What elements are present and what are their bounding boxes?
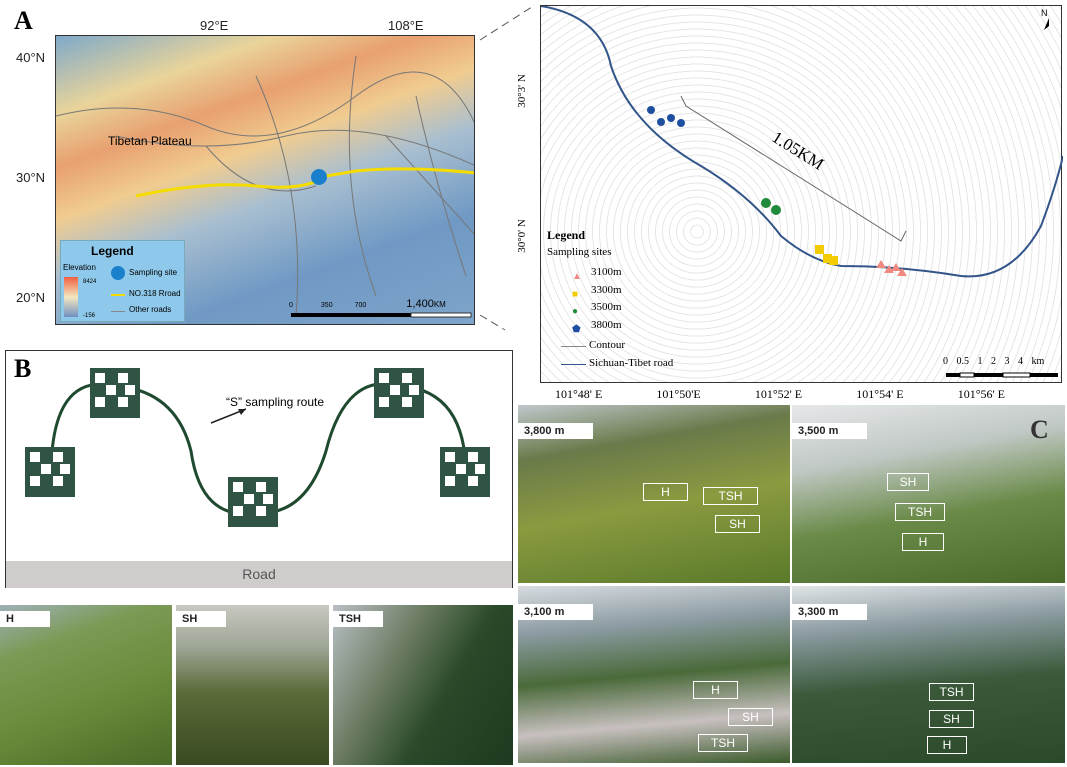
road-318-icon (111, 294, 125, 296)
road-icon (561, 364, 586, 365)
detail-map-graphics (541, 6, 1063, 378)
habitat-box: TSH (929, 683, 974, 701)
lat-tick: 30°N (16, 170, 46, 185)
elevation-tag: 3,800 m (518, 423, 593, 439)
panel-label-a: A (14, 6, 33, 35)
elev-min: -156 (83, 313, 96, 319)
lon-tick: 108°E (388, 18, 424, 33)
photo-3300m: 3,300 m TSH SH H (792, 586, 1065, 763)
photo-3500m: 3,500 m SH TSH H (792, 405, 1065, 583)
sichuan-tibet-road (541, 6, 1063, 278)
markers-3300m (815, 245, 838, 265)
photo-tsh: TSH (333, 605, 513, 765)
habitat-box: TSH (698, 734, 748, 752)
lat-tick: 20°N (16, 290, 46, 305)
region-label: Tibetan Plateau (108, 134, 192, 148)
habitat-box: H (902, 533, 944, 551)
habitat-box: SH (728, 708, 773, 726)
road-318 (135, 167, 474, 198)
elevation-tag: 3,100 m (518, 604, 593, 620)
legend-symbols: ▲■●⬟ (572, 271, 582, 335)
sampling-plot-icon (374, 368, 424, 418)
habitat-box: SH (887, 473, 929, 491)
north-arrow-icon (1044, 18, 1049, 30)
road-band: Road (6, 561, 512, 588)
legend-items: 3100m 3300m 3500m 3800m (591, 264, 622, 334)
sampling-plot-icon (90, 368, 140, 418)
lat-tick: 30°0' N (515, 219, 528, 253)
sampling-plot-icon (25, 447, 75, 497)
legend-item: Sampling site (129, 268, 178, 277)
road-label: Road (242, 566, 276, 582)
photo-sh: SH (176, 605, 329, 765)
sampling-site-marker (311, 169, 327, 185)
legend-title: Legend (547, 228, 586, 242)
s-route-path (49, 382, 468, 516)
photo-3800m: 3,800 m H TSH SH (518, 405, 790, 583)
lon-tick: 92°E (200, 18, 229, 33)
lat-tick: 30°3' N (515, 74, 528, 108)
photo-h: H (0, 605, 172, 765)
panel-label-c: C (1030, 415, 1049, 444)
habitat-box: H (643, 483, 688, 501)
habitat-box: SH (715, 515, 760, 533)
sampling-plot-icon (440, 447, 490, 497)
arrow-icon (238, 409, 246, 415)
sampling-design-panel: “S” sampling route Road (5, 350, 513, 588)
elevation-tag: 3,300 m (792, 604, 867, 620)
scale-bar-labels: 0 0.5 1 2 3 4 km (943, 356, 1045, 367)
legend-road: Sichuan-Tibet road (589, 357, 674, 369)
road-network (56, 55, 474, 318)
zoom-connector (479, 4, 536, 331)
elevation-colorbar (64, 277, 78, 317)
legend-item: 3500m (591, 301, 622, 313)
elev-max: 8424 (83, 279, 97, 285)
sampling-site-icon (111, 266, 125, 280)
markers-3500m (761, 198, 781, 215)
legend-contour: Contour (589, 339, 626, 351)
route-label: “S” sampling route (226, 395, 325, 409)
map-legend: Legend Elevation 8424 -156 Sampling site… (60, 240, 185, 322)
markers-3800m (647, 106, 685, 127)
legend-item: Other roads (129, 305, 172, 314)
sampling-plot-icon (228, 477, 278, 527)
other-roads-icon (111, 311, 125, 312)
legend-item: 3800m (591, 318, 622, 331)
contour-icon (561, 346, 586, 347)
lat-tick: 40°N (16, 50, 46, 65)
legend-subtitle: Sampling sites (547, 246, 612, 258)
photo-tag: SH (176, 611, 226, 627)
legend-item: 3100m (591, 266, 622, 278)
panel-label-b: B (14, 354, 32, 383)
markers-3100m (876, 260, 907, 276)
elevation-label: Elevation (63, 263, 96, 272)
legend-title: Legend (91, 244, 134, 258)
habitat-box: TSH (895, 503, 945, 521)
elevation-tag: 3,500 m (792, 423, 867, 439)
habitat-box: TSH (703, 487, 758, 505)
legend-item: NO.318 Rroad (129, 289, 181, 298)
photo-tag: TSH (333, 611, 383, 627)
photo-3100m: 3,100 m H SH TSH (518, 586, 790, 763)
habitat-box: H (693, 681, 738, 699)
habitat-box: H (927, 736, 967, 754)
habitat-box: SH (929, 710, 974, 728)
photo-tag: H (0, 611, 50, 627)
distance-bracket (680, 95, 907, 242)
detail-map: N 1.05KM Legend Sampling sites 3100m 330… (540, 5, 1063, 383)
legend-item: 3300m (591, 283, 622, 296)
north-label: N (1041, 8, 1048, 18)
